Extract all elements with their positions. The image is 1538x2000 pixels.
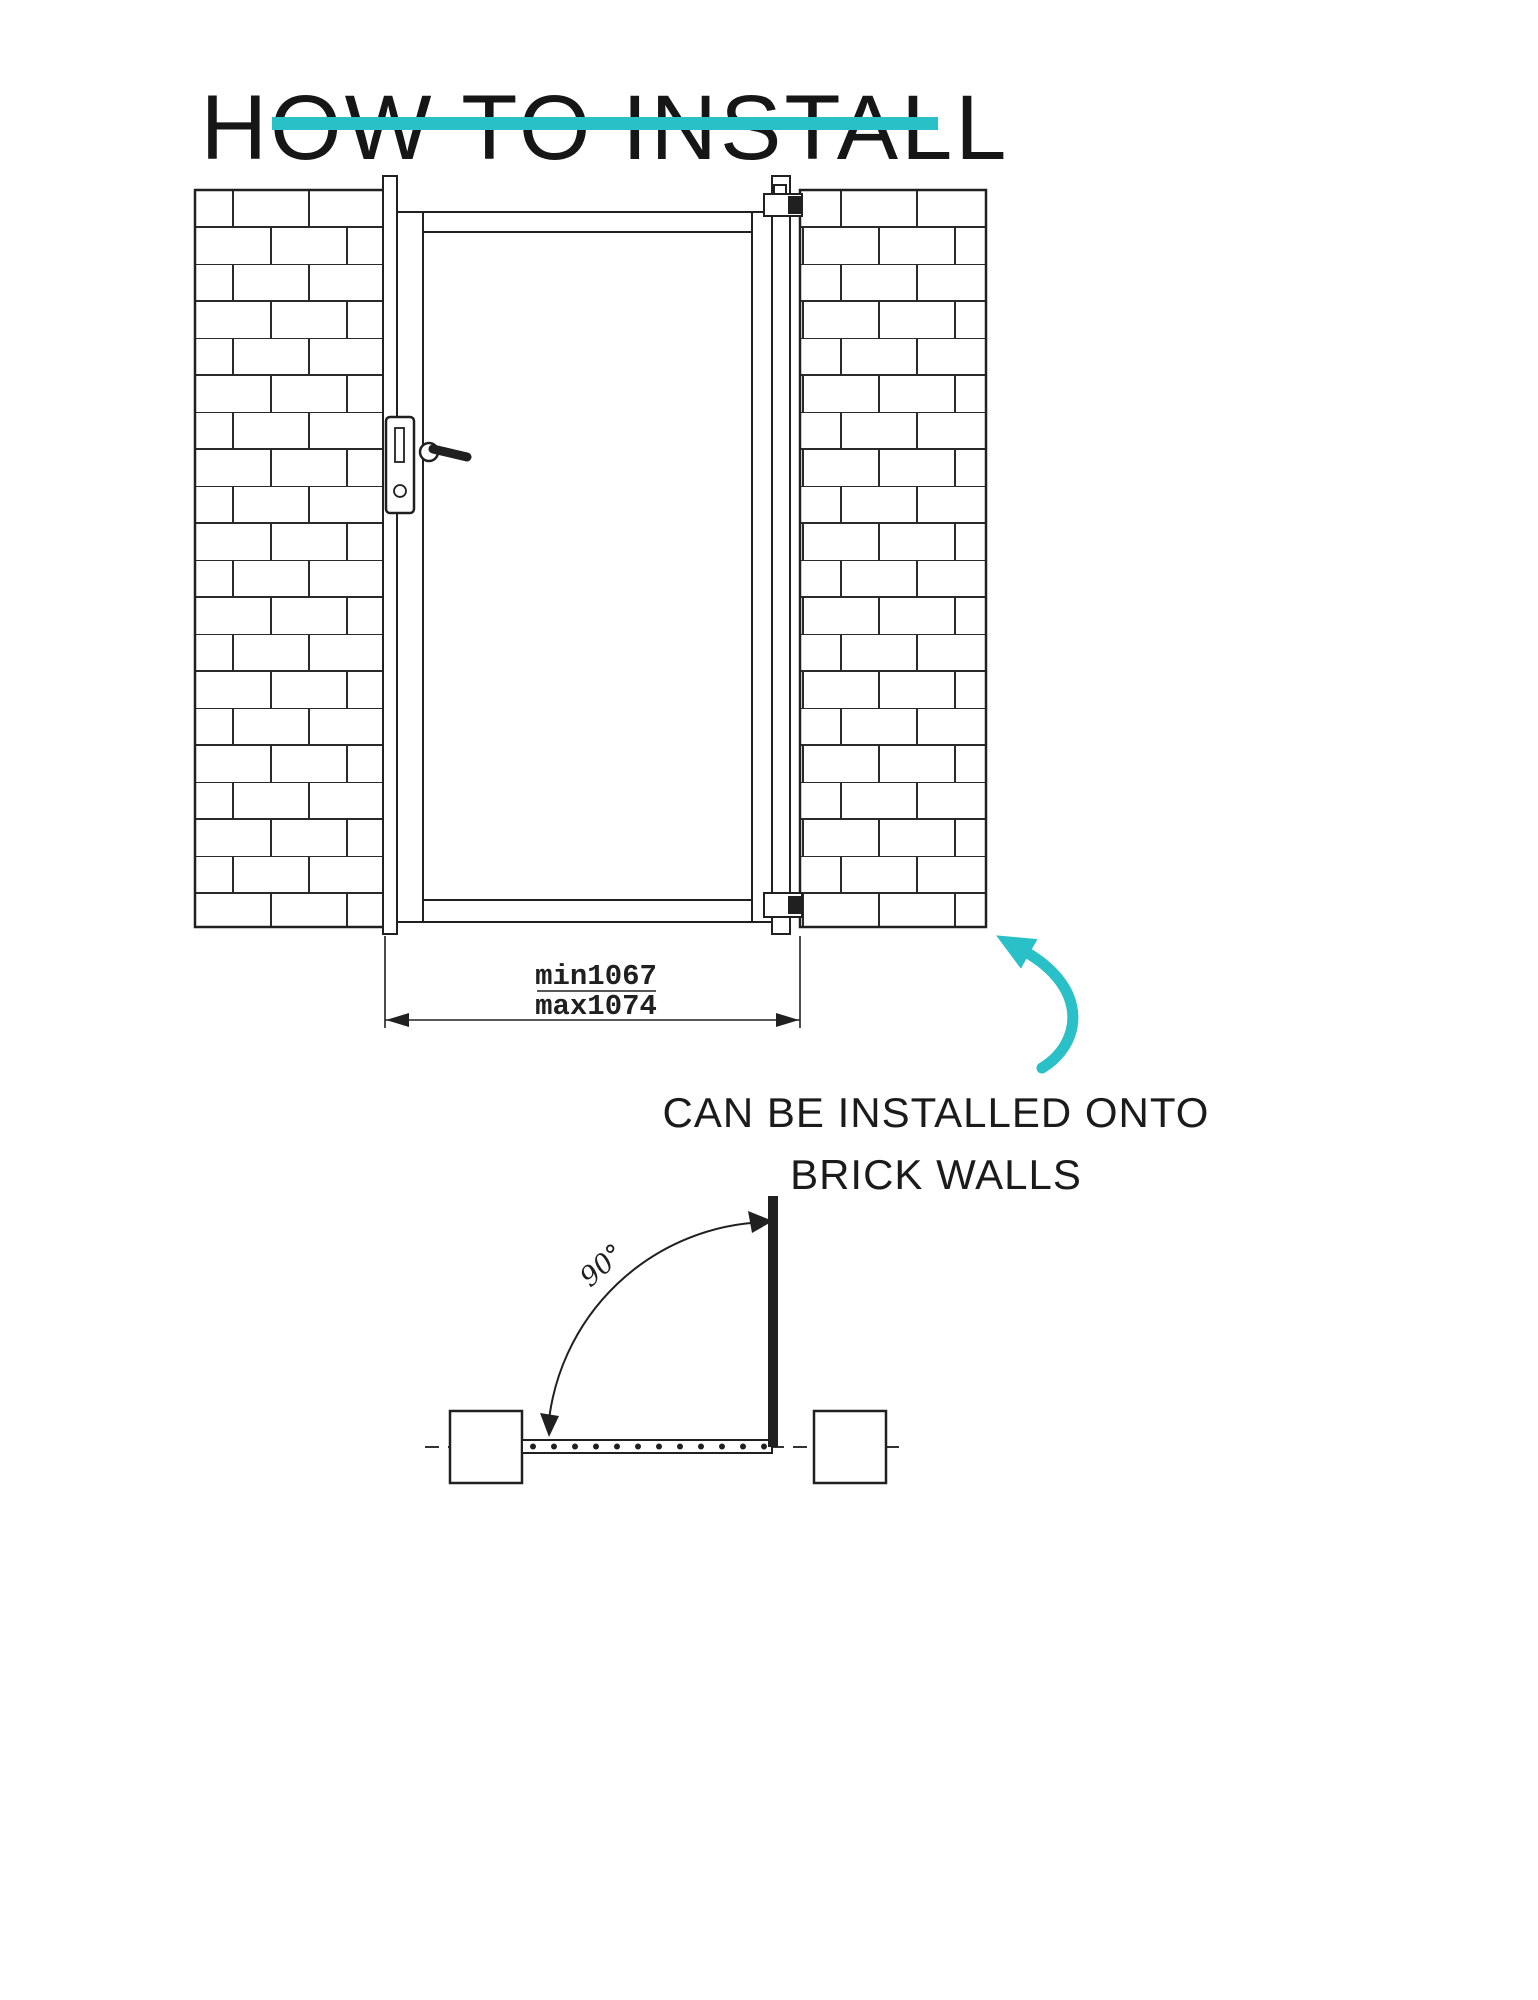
gate-left-stile (396, 211, 424, 923)
extension-lines (384, 936, 801, 1028)
dimension-max-label: max1074 (535, 990, 657, 1023)
handle-slot (394, 427, 405, 463)
brick-wall-right (798, 188, 988, 929)
gate-right-stile (751, 211, 773, 923)
gate-closed-bar (521, 1439, 773, 1454)
gate-handle (384, 415, 472, 515)
gate-top-rail (396, 211, 773, 233)
gate-bottom-rail (396, 899, 773, 923)
swing-arc (547, 1221, 767, 1431)
pier-left (448, 1409, 524, 1485)
dimension-min-label: min1067 (535, 960, 657, 993)
handle-plate (384, 415, 416, 515)
dimension: min1067 max1074 (384, 936, 801, 1028)
angle-label: 90° (574, 1238, 630, 1293)
hinge-bottom (763, 892, 803, 918)
dimension-arrow-left (386, 1013, 409, 1027)
brick-wall-left (193, 188, 387, 929)
arc-arrow-top (748, 1211, 773, 1233)
hinge-post (771, 175, 791, 935)
caption: CAN BE INSTALLED ONTO BRICK WALLS (616, 1082, 1256, 1206)
keyhole (393, 484, 407, 498)
handle-lever (428, 444, 472, 462)
gate-panel (422, 231, 753, 901)
gate-open-bar (768, 1196, 778, 1447)
picket-dots (530, 1443, 767, 1450)
left-post (382, 175, 398, 935)
front-view: min1067 max1074 (193, 175, 1079, 1074)
title-underline (272, 117, 938, 130)
caption-line-1: CAN BE INSTALLED ONTO (662, 1089, 1210, 1136)
curved-arrow-icon (996, 935, 1079, 1074)
arc-arrow-bottom (540, 1413, 559, 1437)
dimension-arrow-right (776, 1013, 799, 1027)
top-view: 90° (425, 1196, 905, 1485)
hinge-top (763, 184, 803, 217)
caption-line-2: BRICK WALLS (790, 1151, 1082, 1199)
pier-right (812, 1409, 888, 1485)
